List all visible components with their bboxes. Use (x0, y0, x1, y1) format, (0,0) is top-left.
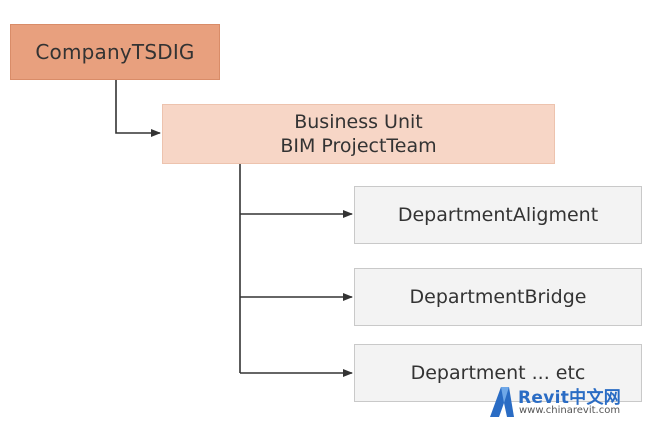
revit-logo-icon (490, 387, 514, 417)
department-node-bridge: DepartmentBridge (354, 268, 642, 326)
department-node-aligment: DepartmentAligment (354, 186, 642, 244)
watermark-url: www.chinarevit.com (519, 405, 621, 416)
watermark-brand: Revit中文网 (518, 388, 622, 408)
business-unit-node: Business Unit BIM ProjectTeam (162, 104, 555, 164)
department-node-etc: Department ... etc (354, 344, 642, 402)
company-node: CompanyTSDIG (10, 24, 220, 80)
connector-root-to-bu (115, 80, 161, 137)
company-node-label: CompanyTSDIG (35, 40, 195, 64)
business-unit-line1: Business Unit (294, 111, 423, 133)
department-label: DepartmentBridge (409, 286, 587, 308)
watermark: Revit中文网 www.chinarevit.com (487, 383, 647, 421)
department-label: DepartmentAligment (397, 204, 599, 226)
business-unit-line2: BIM ProjectTeam (280, 135, 437, 157)
department-label: Department ... etc (410, 362, 586, 384)
